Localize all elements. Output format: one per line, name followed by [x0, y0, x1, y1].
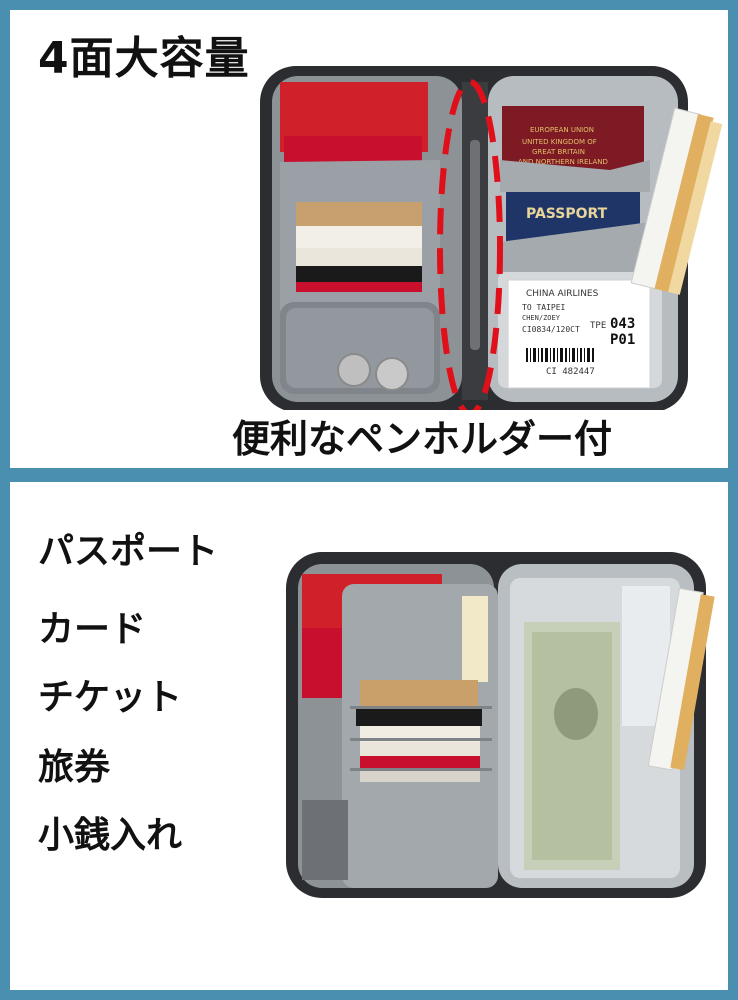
feature-travel-ticket: 旅券	[38, 747, 111, 788]
passenger-label: CHEN/ZOEY	[522, 314, 561, 322]
feature-ticket: チケット	[38, 677, 183, 718]
bottom-product-panel: パスポート カード チケット 旅券 小銭入れ	[10, 482, 728, 990]
destination-label: TO TAIPEI	[522, 303, 566, 312]
airport-code: TPE	[590, 321, 606, 331]
airline-label: CHINA AIRLINES	[526, 289, 599, 299]
feature-card: カード	[38, 609, 147, 650]
open-wallet-illustration: 日本国 EUROPEAN UNION UNITED KINGDOM OF GRE…	[260, 66, 723, 410]
open-wallet-cards-illustration	[286, 552, 715, 898]
ni-label: AND NORTHERN IRELAND	[518, 158, 608, 166]
feature-coin-purse: 小銭入れ	[38, 815, 183, 856]
barcode	[526, 348, 594, 362]
capacity-title: 4面大容量	[38, 33, 250, 84]
eu-label: EUROPEAN UNION	[530, 126, 594, 134]
pen-holder-highlight	[437, 79, 503, 410]
passport-label: PASSPORT	[526, 206, 608, 222]
seat-number: P01	[610, 332, 635, 348]
top-product-panel: 4面大容量 日本国 EUROPEAN UNION UNITED KINGDOM …	[10, 10, 728, 468]
gate-number: 043	[610, 316, 635, 332]
gb-label: GREAT BRITAIN	[532, 148, 585, 156]
flight-label: CI0834/120CT	[522, 325, 580, 334]
ticket-number: CI 482447	[546, 367, 595, 377]
pen-holder-caption: 便利なペンホルダー付	[232, 417, 613, 461]
uk-label: UNITED KINGDOM OF	[522, 138, 597, 146]
feature-passport: パスポート	[38, 531, 219, 572]
